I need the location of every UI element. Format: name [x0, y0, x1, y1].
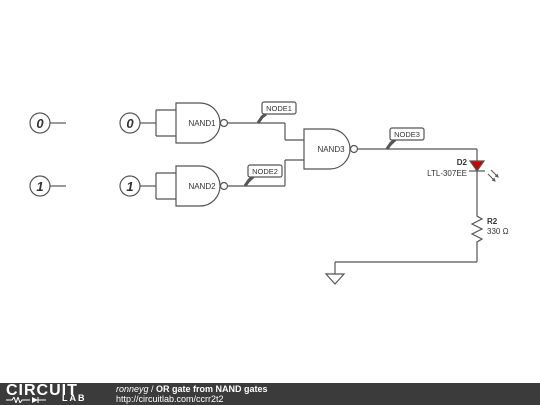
nand2-label: NAND2: [188, 182, 216, 191]
led-part-label: LTL-307EE: [427, 169, 467, 178]
logic-probe-0-label: 0: [126, 116, 134, 131]
resistor-r2[interactable]: [470, 212, 484, 262]
logic-probe-0[interactable]: [119, 112, 156, 134]
node1-flag[interactable]: [256, 101, 297, 124]
footer-bar: CIRCUIT LAB ronneyg / OR gate from NAND …: [0, 382, 540, 405]
led-d2[interactable]: [468, 160, 499, 212]
wire-nand2-inputs: [155, 172, 176, 200]
wire-nand1-inputs: [155, 109, 176, 137]
circuit-meta: ronneyg / OR gate from NAND gates http:/…: [116, 384, 268, 404]
nand2-gate[interactable]: [175, 165, 229, 207]
nand3-label: NAND3: [317, 145, 345, 154]
input-source-0-label: 0: [36, 116, 44, 131]
wire-node1: [228, 122, 304, 141]
circuit-url[interactable]: http://circuitlab.com/ccrr2t2: [116, 394, 224, 404]
wire-node3: [358, 148, 478, 161]
node3-flag[interactable]: [385, 127, 425, 150]
resistor-value-label: 330 Ω: [487, 227, 509, 236]
led-ref-label: D2: [457, 158, 468, 167]
logo-text-lab: LAB: [62, 393, 87, 403]
logo-text-circuit: CIRCUIT: [6, 382, 78, 399]
nand3-gate[interactable]: [303, 128, 359, 170]
nand1-label: NAND1: [188, 119, 216, 128]
node1-label: NODE1: [266, 104, 292, 113]
input-source-0[interactable]: [29, 112, 66, 134]
logo-circuit-icon: [6, 397, 46, 403]
node2-flag[interactable]: [243, 164, 283, 187]
node2-label: NODE2: [252, 167, 278, 176]
ground-icon[interactable]: [324, 273, 346, 285]
input-source-1-label: 1: [36, 179, 43, 194]
circuitlab-logo[interactable]: CIRCUIT LAB: [4, 382, 108, 404]
node3-label: NODE3: [394, 130, 420, 139]
input-source-1[interactable]: [29, 175, 66, 197]
logic-probe-1[interactable]: [119, 175, 156, 197]
nand1-gate[interactable]: [175, 102, 229, 144]
meta-separator: /: [148, 384, 157, 394]
wire-ground: [334, 261, 477, 274]
author-link[interactable]: ronneyg: [116, 384, 149, 394]
circuit-title[interactable]: OR gate from NAND gates: [156, 384, 268, 394]
wire-node2: [228, 159, 304, 187]
logic-probe-1-label: 1: [126, 179, 133, 194]
resistor-ref-label: R2: [487, 217, 498, 226]
